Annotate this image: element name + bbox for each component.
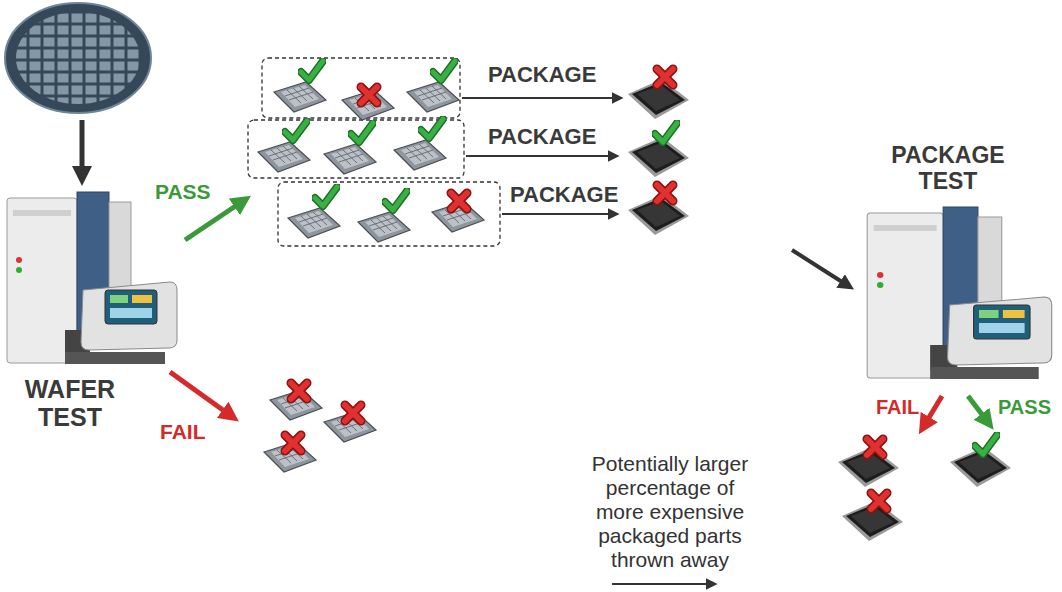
- step-label: PACKAGE: [488, 124, 596, 149]
- fail-cross: [657, 185, 673, 201]
- die: [288, 208, 340, 238]
- step-label: PACKAGE: [510, 182, 618, 207]
- test-station: PACKAGE TEST: [855, 140, 1060, 390]
- die: [394, 140, 446, 170]
- die: [358, 212, 410, 242]
- package-tester: [867, 207, 1052, 379]
- package-arrow: [466, 155, 616, 157]
- pass-label: PASS: [998, 396, 1051, 419]
- pass-arrow: [185, 199, 246, 240]
- note-text: Potentially larger percentage of more ex…: [585, 452, 755, 572]
- label-slot: PACKAGE: [488, 62, 596, 87]
- fail-arrow: [170, 372, 234, 418]
- fail-arrow: [922, 396, 942, 429]
- label-slot: PASS: [998, 396, 1051, 419]
- package-arrow: [462, 97, 620, 99]
- pass-check: [351, 123, 373, 142]
- pass-check: [655, 123, 677, 142]
- station-label: PACKAGE TEST: [883, 142, 1013, 195]
- pass-arrow: [968, 396, 990, 425]
- pass-check: [975, 435, 997, 454]
- label-slot: PASS: [155, 180, 211, 204]
- pass-check: [315, 187, 337, 206]
- fail-cross: [657, 69, 673, 85]
- fail-cross: [361, 87, 377, 103]
- fail-cross: [291, 383, 307, 399]
- fail-cross: [285, 435, 301, 451]
- wafer-tester: [7, 192, 177, 364]
- fail-cross: [451, 193, 467, 209]
- pass-check: [301, 61, 323, 80]
- flow-arrow: [80, 120, 85, 180]
- station-label: WAFER TEST: [5, 375, 135, 433]
- fail-cross: [867, 439, 883, 455]
- wafer: [5, 3, 151, 113]
- pass-label: PASS: [155, 180, 211, 204]
- die: [258, 142, 310, 172]
- step-label: PACKAGE: [488, 62, 596, 87]
- package-group: [248, 120, 464, 178]
- pass-check: [285, 121, 307, 140]
- fail-cross: [345, 405, 361, 421]
- pass-check: [385, 191, 407, 210]
- package-group: [278, 182, 500, 246]
- fail-cross: [871, 493, 887, 509]
- wafer-dies: [16, 12, 140, 104]
- pass-check: [433, 61, 455, 80]
- label-slot: FAIL: [160, 420, 206, 444]
- fail-label: FAIL: [876, 396, 919, 419]
- package-arrow: [502, 213, 616, 215]
- note-arrow: [612, 583, 714, 585]
- test-station: WAFER TEST: [5, 190, 180, 432]
- flow-arrow: [792, 250, 850, 287]
- label-slot: Potentially larger percentage of more ex…: [585, 452, 755, 572]
- label-slot: PACKAGE: [510, 182, 618, 207]
- label-slot: FAIL: [876, 396, 919, 419]
- fail-label: FAIL: [160, 420, 206, 444]
- die: [274, 82, 326, 112]
- label-slot: PACKAGE: [488, 124, 596, 149]
- die: [324, 144, 376, 174]
- die: [407, 82, 459, 112]
- pass-check: [421, 119, 443, 138]
